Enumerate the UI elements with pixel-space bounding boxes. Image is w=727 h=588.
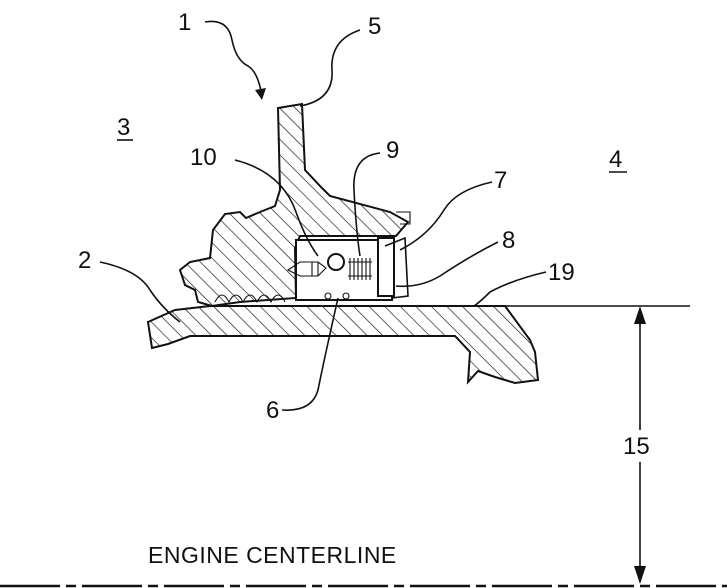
label-5: 5	[368, 13, 381, 40]
retainer-pocket	[295, 236, 409, 301]
label-4: 4	[609, 146, 622, 173]
spring	[348, 258, 372, 280]
label-7: 7	[494, 167, 507, 194]
label-10: 10	[190, 144, 217, 171]
latch-pin	[286, 253, 345, 277]
label-3: 3	[117, 114, 130, 141]
label-19: 19	[548, 259, 575, 286]
label-9: 9	[386, 137, 399, 164]
dimension-15	[634, 306, 646, 584]
label-2: 2	[78, 247, 91, 274]
label-8: 8	[502, 227, 515, 254]
shaft-body	[146, 305, 540, 385]
label-15: 15	[623, 433, 650, 460]
label-1: 1	[178, 9, 191, 36]
label-6: 6	[266, 397, 279, 424]
leader-lines	[99, 20, 547, 411]
engine-centerline-label: ENGINE CENTERLINE	[148, 542, 397, 568]
